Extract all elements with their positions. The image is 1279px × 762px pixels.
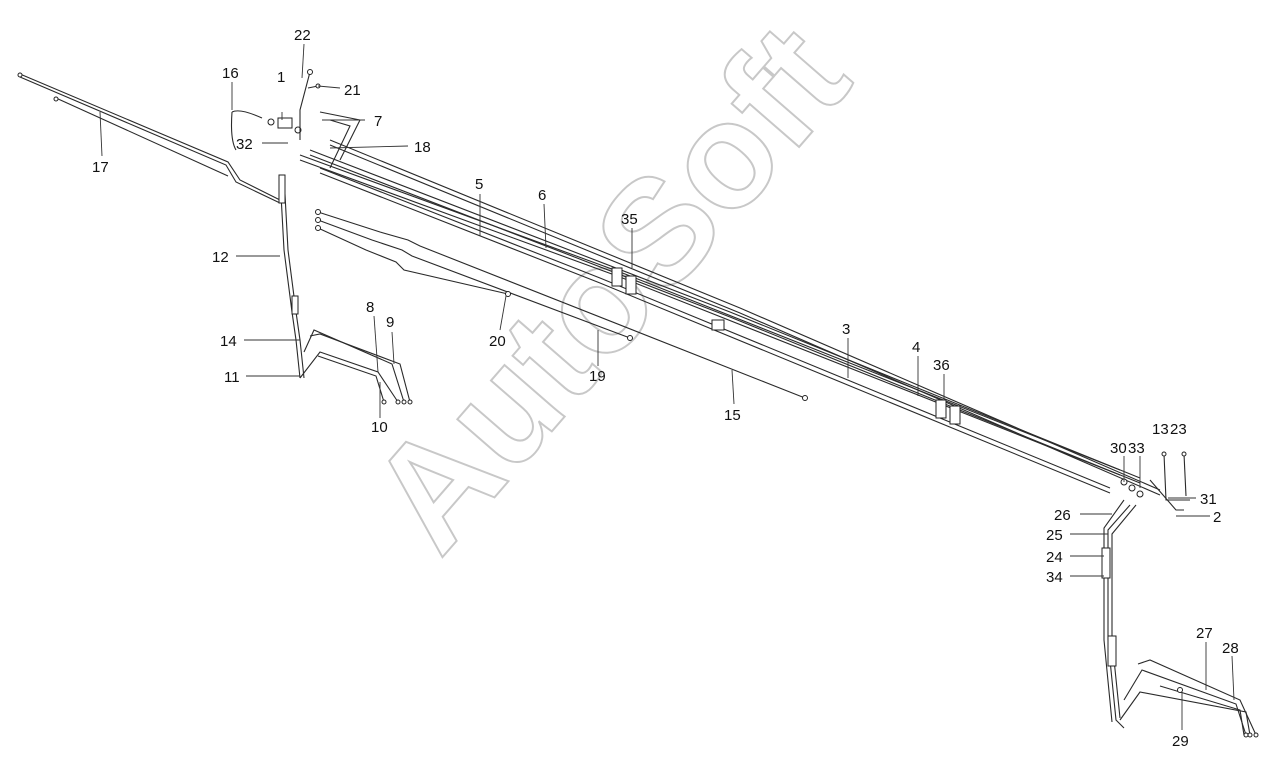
callout-21: 21 bbox=[344, 82, 361, 99]
right-end-fittings bbox=[1120, 451, 1190, 511]
callout-14: 14 bbox=[220, 333, 237, 350]
callout-26: 26 bbox=[1054, 507, 1071, 524]
callout-16: 16 bbox=[222, 65, 239, 82]
pipe-27-28-29 bbox=[1119, 659, 1259, 738]
pipe-17 bbox=[17, 72, 281, 204]
callout-31: 31 bbox=[1200, 491, 1217, 508]
pipe-16 bbox=[230, 110, 263, 151]
callout-34: 34 bbox=[1046, 569, 1063, 586]
callout-30: 30 bbox=[1110, 440, 1127, 457]
callout-27: 27 bbox=[1196, 625, 1213, 642]
callout-5: 5 bbox=[475, 176, 483, 193]
callout-35: 35 bbox=[621, 211, 638, 228]
tee-fitting bbox=[267, 117, 302, 134]
callout-25: 25 bbox=[1046, 527, 1063, 544]
callout-23: 23 bbox=[1170, 421, 1187, 438]
watermark: AutoSoft bbox=[337, 0, 879, 581]
callout-33: 33 bbox=[1128, 440, 1145, 457]
callout-36: 36 bbox=[933, 357, 950, 374]
callout-labels: 22 21 1 16 7 32 18 17 5 6 35 12 20 8 9 1… bbox=[92, 27, 1239, 750]
joint-35 bbox=[611, 267, 637, 295]
callout-3: 3 bbox=[842, 321, 850, 338]
callout-9: 9 bbox=[386, 314, 394, 331]
callout-12: 12 bbox=[212, 249, 229, 266]
callout-1: 1 bbox=[277, 69, 285, 86]
callout-7: 7 bbox=[374, 113, 382, 130]
callout-15: 15 bbox=[724, 407, 741, 424]
callout-13: 13 bbox=[1152, 421, 1169, 438]
joint-36 bbox=[935, 399, 961, 425]
callout-6: 6 bbox=[538, 187, 546, 204]
callout-24: 24 bbox=[1046, 549, 1063, 566]
callout-18: 18 bbox=[414, 139, 431, 156]
callout-32: 32 bbox=[236, 136, 253, 153]
callout-4: 4 bbox=[912, 339, 920, 356]
callout-22: 22 bbox=[294, 27, 311, 44]
pipe-22 bbox=[299, 69, 321, 140]
pipe-12 bbox=[278, 174, 305, 379]
callout-20: 20 bbox=[489, 333, 506, 350]
pipe-8-9-10-11 bbox=[299, 329, 413, 405]
callout-8: 8 bbox=[366, 299, 374, 316]
joint-mid bbox=[711, 319, 725, 331]
callout-28: 28 bbox=[1222, 640, 1239, 657]
callout-10: 10 bbox=[371, 419, 388, 436]
callout-11: 11 bbox=[224, 369, 240, 386]
pipe-right-vertical bbox=[1101, 499, 1137, 729]
callout-2: 2 bbox=[1213, 509, 1221, 526]
pipe-15 bbox=[315, 209, 808, 401]
callout-29: 29 bbox=[1172, 733, 1189, 750]
callout-17: 17 bbox=[92, 159, 109, 176]
leader-lines bbox=[99, 43, 1235, 730]
callout-19: 19 bbox=[589, 368, 606, 385]
